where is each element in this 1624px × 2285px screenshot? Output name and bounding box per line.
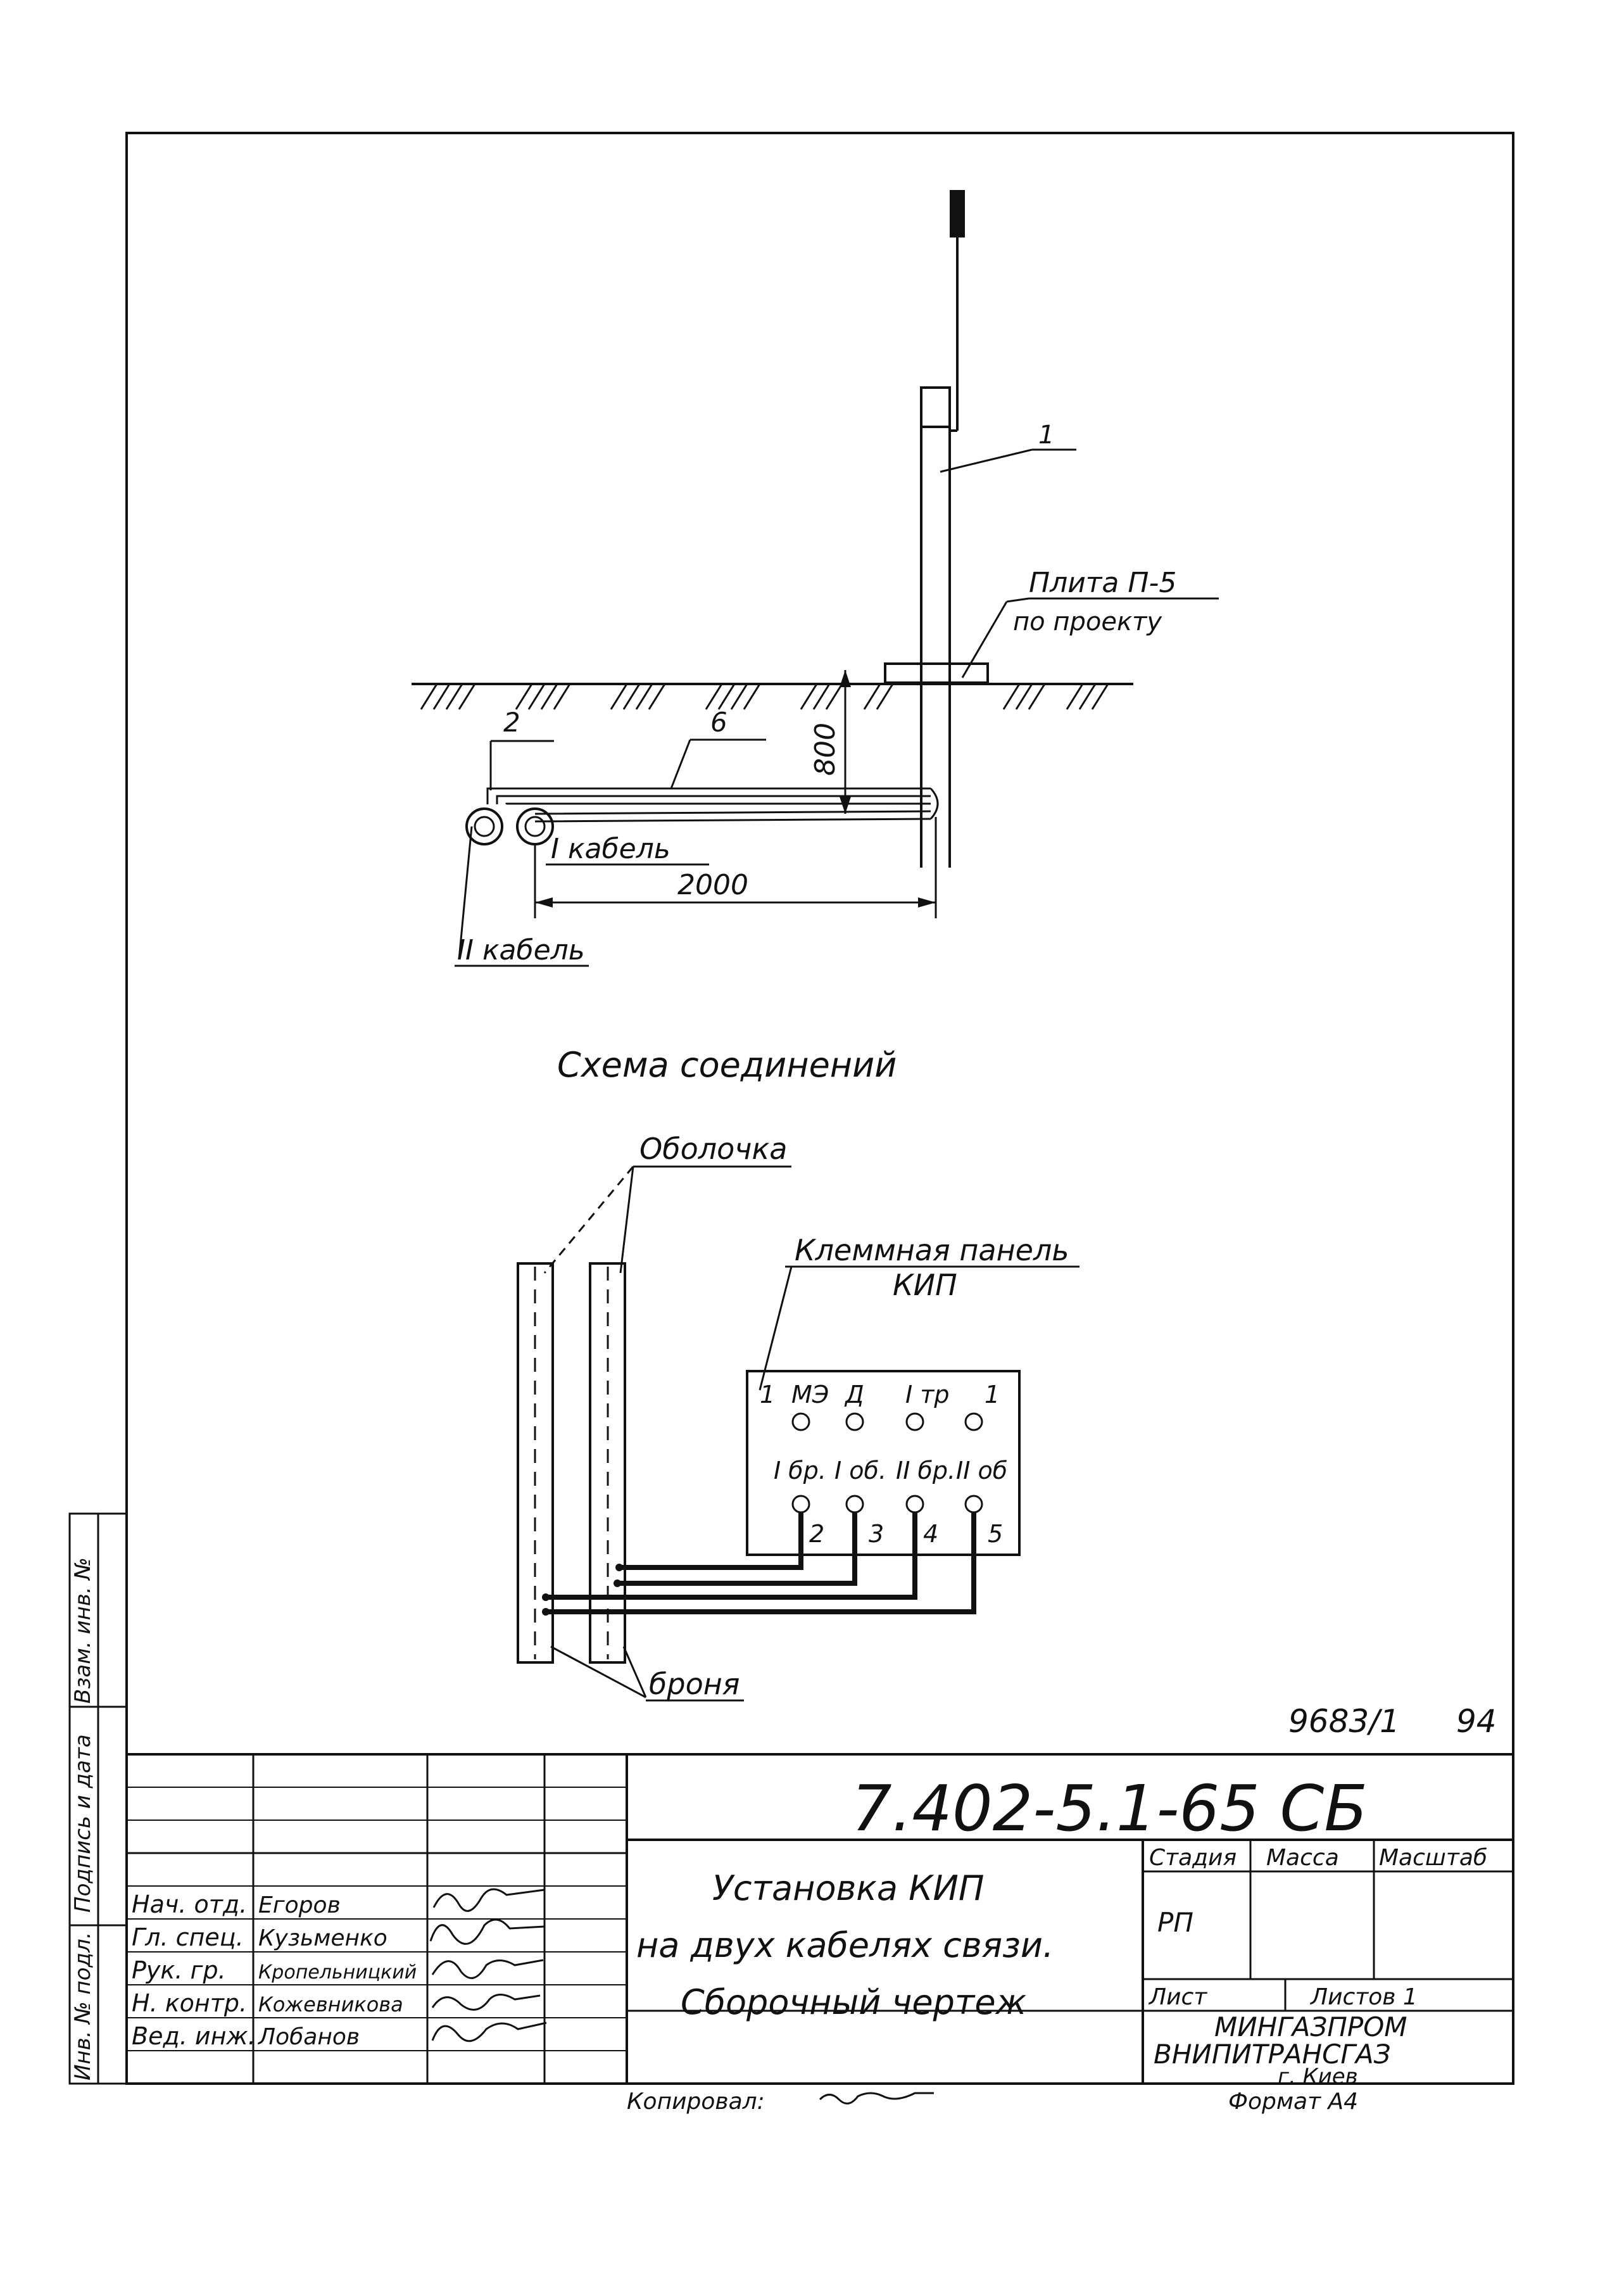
terminal-mid-3: II об — [956, 1457, 1007, 1484]
stage-header: Стадия — [1149, 1845, 1237, 1871]
drawing-designation: 7.402-5.1-65 СБ — [852, 1771, 1368, 1845]
terminal-mid-1: I об. — [834, 1457, 886, 1484]
inventory-number: 9683/1 — [1288, 1703, 1400, 1740]
terminal-num-1: 3 — [869, 1520, 884, 1548]
side-label-replace: Взам. инв. № — [70, 1557, 96, 1704]
name-3: Кожевникова — [258, 1992, 403, 2016]
side-strip: Взам. инв. № Подпись и дата Инв. № подл. — [68, 1512, 128, 2085]
terminal-mid-0: I бр. — [774, 1457, 826, 1484]
cable-2-circle — [465, 807, 503, 845]
plate-title: Плита П-5 — [1029, 567, 1176, 599]
terminal-num-0: 2 — [809, 1520, 824, 1548]
name-4: Лобанов — [257, 2024, 360, 2050]
terminal-panel — [746, 1370, 1021, 1556]
plate-p5 — [884, 662, 989, 684]
org-line-3: г. Киев — [1278, 2064, 1358, 2089]
mark-6: 6 — [710, 707, 727, 738]
connection-scheme: Схема соединений Оболочка Клеммная панел… — [517, 1045, 1080, 1702]
name-0: Егоров — [258, 1892, 341, 1918]
mark-2: 2 — [503, 707, 520, 738]
format-label: Формат А4 — [1228, 2089, 1358, 2115]
cable-wires — [486, 787, 931, 823]
scale-header: Масштаб — [1379, 1845, 1487, 1871]
title-line-3: Сборочный чертеж — [681, 1982, 1027, 2022]
sheet-label: Лист — [1148, 1984, 1207, 2010]
name-2: Кропельницкий — [258, 1961, 417, 1984]
pole-collar — [920, 386, 951, 428]
terminal-circle — [905, 1412, 924, 1431]
title-line-1: Установка КИП — [712, 1868, 985, 1908]
cable-1-label: I кабель — [551, 833, 670, 865]
signatures — [429, 1888, 547, 2042]
title-block: 9683/1 94 Нач. отд. Гл. спец. Рук. гр. Н… — [125, 1703, 1514, 2115]
terminal-circle — [964, 1412, 983, 1431]
sheets-label: Листов 1 — [1309, 1984, 1418, 2010]
terminal-num-2: 4 — [923, 1520, 938, 1548]
terminal-circle — [905, 1495, 924, 1514]
stage-value: РП — [1157, 1907, 1193, 1938]
terminal-circle — [791, 1495, 810, 1514]
terminal-top-3: I тр — [905, 1381, 950, 1408]
terminal-top-0: 1 — [760, 1381, 775, 1408]
panel-label-kip: КИП — [893, 1268, 957, 1302]
side-label-signature: Подпись и дата — [70, 1734, 96, 1913]
terminal-circle — [791, 1412, 810, 1431]
terminal-circle — [845, 1495, 864, 1514]
sheath-label: Оболочка — [639, 1132, 787, 1166]
role-4: Вед. инж. — [132, 2022, 256, 2050]
ground-hatching — [420, 683, 1109, 710]
terminal-circle — [964, 1495, 983, 1514]
cable-sheaths — [517, 1262, 626, 1664]
connection-wires — [546, 1512, 976, 1614]
role-3: Н. контр. — [132, 1989, 247, 2017]
org-line-2: ВНИПИТРАНСГАЗ — [1154, 2039, 1391, 2070]
role-0: Нач. отд. — [132, 1890, 247, 1918]
title-line-2: на двух кабелях связи. — [636, 1925, 1054, 1965]
name-1: Кузьменко — [258, 1925, 387, 1951]
copied-by: Копировал: — [627, 2089, 765, 2115]
side-label-inventory: Инв. № подл. — [70, 1932, 96, 2080]
org-line-1: МИНГАЗПРОМ — [1214, 2011, 1407, 2042]
role-2: Рук. гр. — [132, 1956, 226, 1984]
terminal-num-3: 5 — [988, 1520, 1003, 1548]
terminal-top-4: 1 — [985, 1381, 1000, 1408]
scheme-title: Схема соединений — [557, 1045, 897, 1085]
length-dimension: 2000 — [677, 869, 748, 901]
panel-label: Клеммная панель — [795, 1233, 1069, 1267]
cable-1-circle — [516, 807, 554, 845]
terminal-top-2: Д — [844, 1381, 864, 1408]
pole-mark: 1 — [1038, 421, 1054, 450]
plate-sub: по проекту — [1013, 607, 1162, 636]
armor-label: броня — [649, 1667, 740, 1701]
depth-dimension: 800 — [809, 723, 841, 776]
elevation-view: 1 Плита П-5 по проекту 800 — [412, 190, 1219, 967]
terminal-circle — [845, 1412, 864, 1431]
role-1: Гл. спец. — [132, 1923, 244, 1951]
cable-2-label: II кабель — [457, 934, 585, 966]
pole-cap — [950, 190, 965, 237]
terminal-mid-2: II бр. — [896, 1457, 955, 1484]
mass-header: Масса — [1266, 1845, 1339, 1871]
sheet-reference: 94 — [1456, 1703, 1497, 1740]
terminal-top-1: МЭ — [791, 1381, 829, 1408]
